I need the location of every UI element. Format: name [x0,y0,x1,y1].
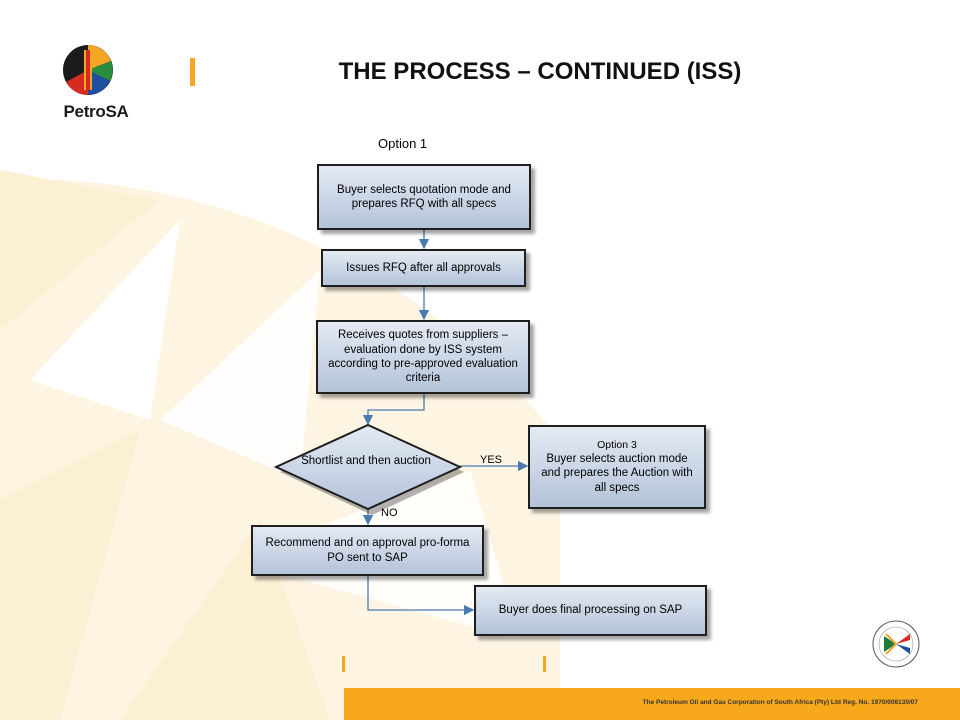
step-recommend-approval: Recommend and on approval pro-forma PO s… [251,525,484,576]
title-accent-bar [190,58,195,86]
footer-bar: The Petroleum Oil and Gas Corporation of… [344,688,960,720]
step-5-text: Buyer does final processing on SAP [498,604,683,617]
logo-wordmark: PetroSA [63,102,129,121]
slide-title: THE PROCESS – CONTINUED (ISS) [338,58,742,85]
decision-diamond [273,423,463,511]
option-3-text: Buyer selects auction mode and prepares … [541,453,693,494]
connector-step3-decision [362,393,425,426]
option-1-label: Option 1 [378,136,428,151]
decision-text: Shortlist and then auction [301,455,431,467]
option-3-title: Option 3 [597,438,637,451]
yes-label: YES [480,454,503,466]
petrosa-sun-logo-icon [63,45,113,96]
step-receive-quotes: Receives quotes from suppliers – evaluat… [316,320,530,394]
step-option-3-auction: Option 3 Buyer selects auction mode and … [528,425,706,509]
accent-mark-left [342,656,345,672]
step-issue-rfq: Issues RFQ after all approvals [321,249,526,287]
step-final-processing: Buyer does final processing on SAP [474,585,707,636]
step-2-text: Issues RFQ after all approvals [346,261,501,274]
connector-step4-step5 [367,576,475,616]
step-1-text: Buyer selects quotation mode and prepare… [337,183,511,210]
no-label: NO [381,507,398,519]
step-3-text: Receives quotes from suppliers – evaluat… [328,329,518,385]
step-select-quotation-mode: Buyer selects quotation mode and prepare… [317,164,531,230]
petrosa-logo: PetroSA [62,44,138,121]
proudly-south-african-badge-icon [872,620,920,668]
step-4-text: Recommend and on approval pro-forma PO s… [265,537,470,564]
footer-registration-text: The Petroleum Oil and Gas Corporation of… [642,699,918,706]
accent-mark-right [543,656,546,672]
